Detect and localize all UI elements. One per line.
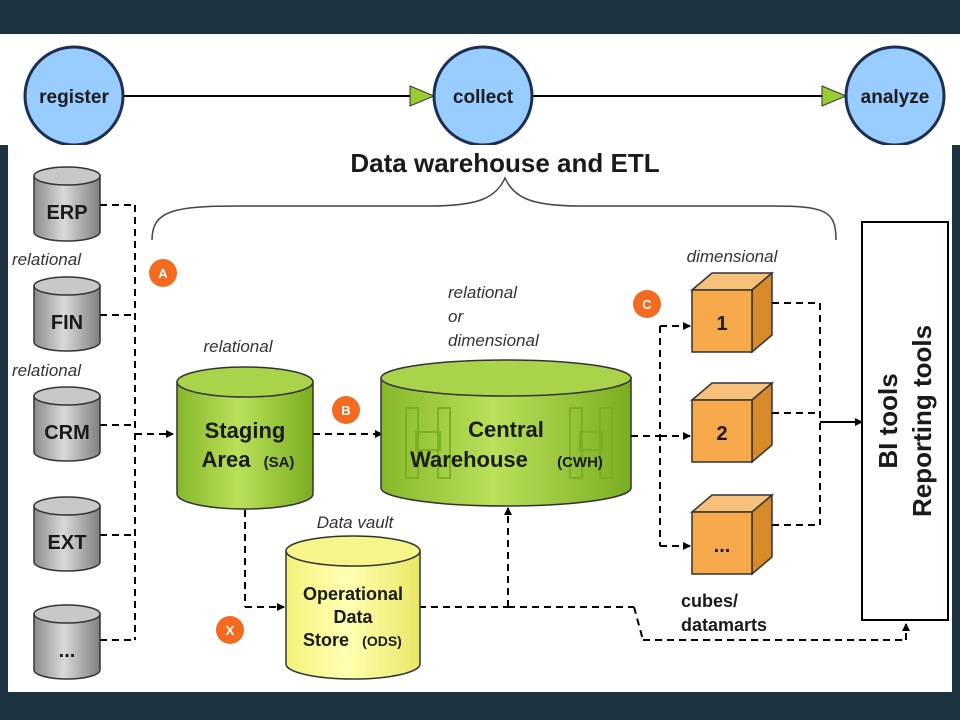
source-erp: ERP — [33, 166, 101, 242]
process-step-collect: collect — [432, 45, 534, 147]
cubes-caption: cubes/ — [681, 591, 738, 611]
warehouse-to-cubes-connectors — [631, 322, 691, 550]
warehouse-note-line: or — [448, 307, 464, 326]
staging-title: Staging — [205, 418, 286, 443]
process-arrowhead-icon — [821, 85, 848, 107]
cube-1: 1 — [689, 271, 775, 354]
source-note: relational — [12, 361, 82, 380]
ods-subtitle: Data — [333, 607, 373, 627]
cube-label: 1 — [716, 313, 727, 335]
source-label: ... — [59, 640, 76, 662]
staging-area: Staging Area (SA) — [176, 366, 314, 510]
tools-label-bi: BI tools — [873, 373, 903, 468]
marker-c: C — [633, 290, 661, 318]
staging-abbr: (SA) — [264, 454, 295, 471]
source-label: EXT — [48, 532, 87, 554]
scope-brace — [151, 176, 837, 241]
cubes-note: dimensional — [687, 247, 779, 266]
warehouse-title: Central — [468, 417, 544, 442]
process-step-analyze: analyze — [844, 45, 946, 147]
marker-a: A — [149, 259, 177, 287]
cube-label: ... — [714, 535, 731, 557]
staging-subtitle: Area — [202, 447, 252, 472]
source-crm: CRM — [33, 386, 101, 462]
warehouse-note-line: dimensional — [448, 331, 540, 350]
marker-x: X — [216, 616, 244, 644]
process-step-register: register — [23, 45, 125, 147]
marker-label: C — [642, 297, 652, 312]
ods-note: Data vault — [317, 513, 395, 532]
source-label: CRM — [44, 422, 90, 444]
warehouse-note-line: relational — [448, 283, 518, 302]
operational-data-store: Operational Data Store (ODS) — [285, 535, 421, 680]
tools-box — [861, 221, 949, 621]
marker-label: X — [226, 623, 235, 638]
process-step-label: collect — [453, 87, 514, 108]
ods-connectors — [244, 507, 910, 641]
central-warehouse: Central Warehouse (CWH) — [380, 359, 632, 507]
data-vault-icon — [405, 407, 451, 479]
tools-label-reporting: Reporting tools — [907, 325, 937, 517]
cubes-to-tools-connectors — [772, 302, 821, 526]
diagram-title: Data warehouse and ETL — [350, 148, 659, 178]
source-fin: FIN — [33, 276, 101, 352]
warehouse-abbr: (CWH) — [557, 454, 603, 471]
marker-label: B — [341, 403, 350, 418]
cubes-caption: datamarts — [681, 615, 767, 635]
source-more: ... — [33, 604, 101, 680]
staging-note: relational — [204, 337, 274, 356]
source-label: ERP — [46, 202, 87, 224]
ods-subtitle-2: Store — [303, 630, 349, 650]
source-connectors — [100, 204, 174, 641]
data-vault-icon — [569, 407, 613, 479]
cube-2: 2 — [689, 381, 775, 464]
process-step-label: register — [39, 87, 109, 108]
process-arrowhead-icon — [409, 85, 436, 107]
source-note: relational — [12, 250, 82, 269]
marker-b: B — [332, 396, 360, 424]
cube-label: 2 — [716, 423, 727, 445]
source-label: FIN — [51, 312, 83, 334]
ods-title: Operational — [303, 584, 403, 604]
warehouse-subtitle: Warehouse — [410, 447, 528, 472]
ods-abbr: (ODS) — [362, 633, 402, 649]
process-step-label: analyze — [861, 87, 930, 108]
source-ext: EXT — [33, 496, 101, 572]
marker-label: A — [158, 266, 168, 281]
cube-more: ... — [689, 493, 775, 576]
tools-labels: BI tools Reporting tools — [873, 325, 937, 517]
